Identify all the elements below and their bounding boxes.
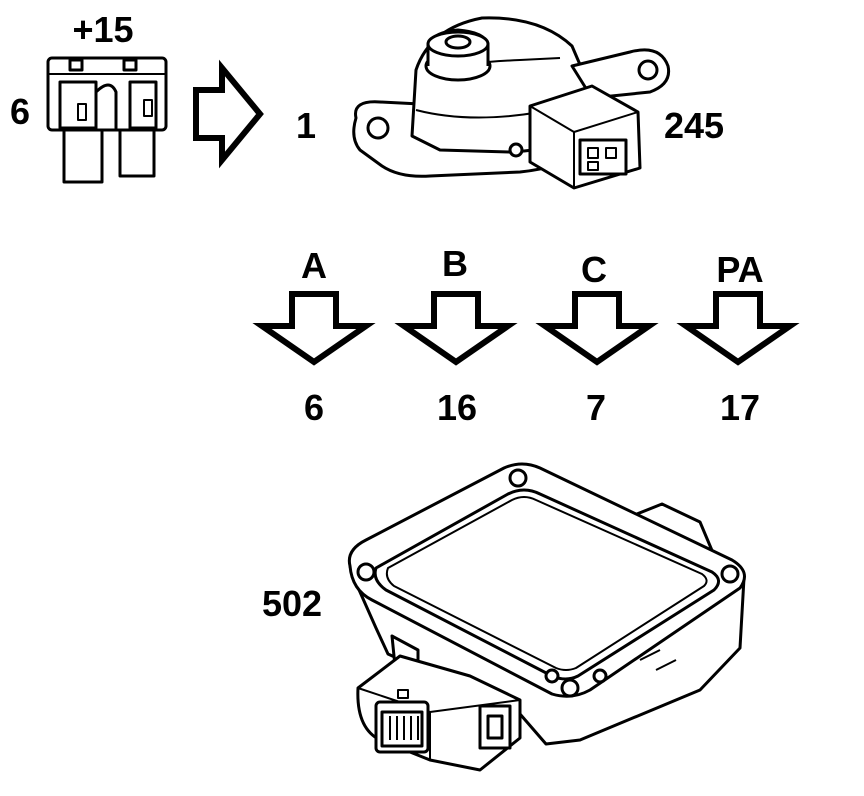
output-signal-label: PA <box>716 249 763 290</box>
switch-component-number: 245 <box>664 105 724 146</box>
output-pin-label: 7 <box>586 387 606 428</box>
switch-pin-label: 1 <box>296 105 316 146</box>
output-signal-label: B <box>442 243 468 284</box>
arrow-down-icon <box>535 291 659 366</box>
selector-switch-icon <box>352 16 671 190</box>
output-signal-label: C <box>581 249 607 290</box>
control-module-component-number: 502 <box>262 583 322 624</box>
output-group-c: C 7 <box>535 249 659 428</box>
arrow-down-icon <box>252 291 376 366</box>
output-pin-label: 16 <box>437 387 477 428</box>
arrow-down-icon <box>394 291 518 366</box>
output-group-a: A 6 <box>252 245 376 428</box>
output-group-pa: PA 17 <box>676 249 800 428</box>
arrow-right-icon <box>193 59 264 169</box>
fuse-icon <box>46 56 168 184</box>
output-signal-label: A <box>301 245 327 286</box>
control-module-icon <box>347 462 746 772</box>
fuse-number-label: 6 <box>10 91 30 132</box>
output-pin-label: 6 <box>304 387 324 428</box>
output-group-b: B 16 <box>394 243 518 428</box>
fuse-supply-label: +15 <box>72 9 133 50</box>
output-pin-label: 17 <box>720 387 760 428</box>
arrow-down-icon <box>676 291 800 366</box>
